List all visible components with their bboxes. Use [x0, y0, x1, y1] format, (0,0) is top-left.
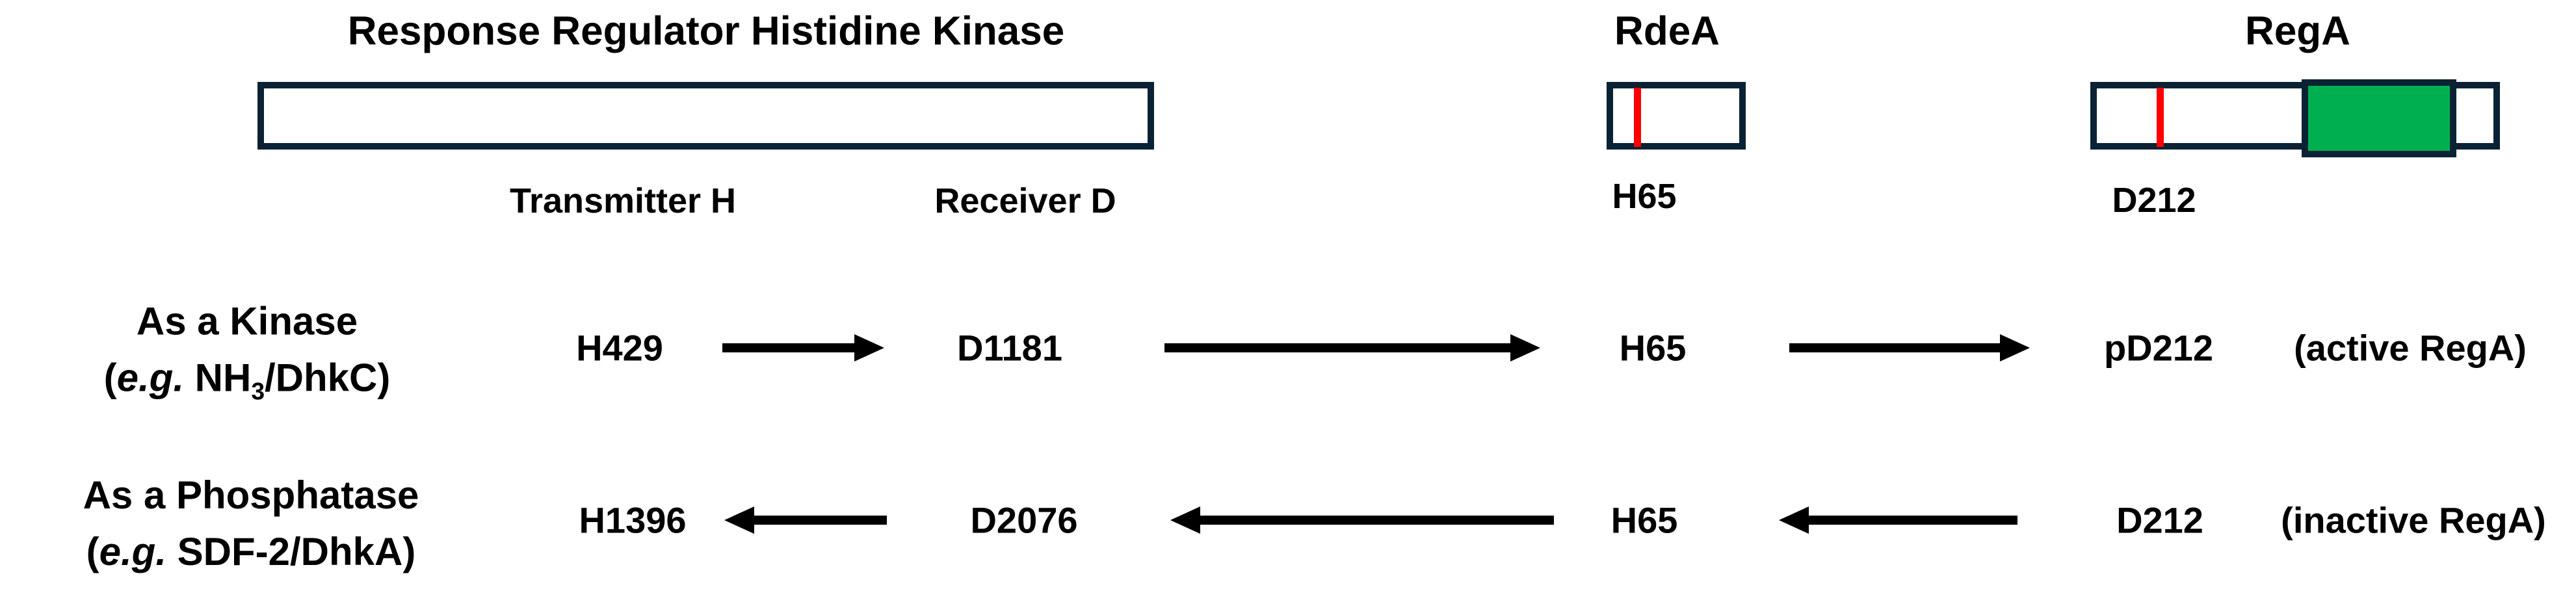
kinase-protein-title: Response Regulator Histidine Kinase: [347, 8, 1065, 54]
kinase-step-h65: H65: [1619, 327, 1687, 369]
rdea-phospho-site-line: [1634, 88, 1641, 147]
kinase-row-name-line2: (e.g. NH3/DhkC): [103, 356, 391, 405]
rdea-protein-title: RdeA: [1614, 8, 1720, 54]
arrow-h65-to-pd212-icon: [1789, 343, 2000, 352]
kinase-row-name: As a Kinase (e.g. NH3/DhkC): [104, 293, 391, 410]
eg-abbrev-italic: e.g.: [116, 356, 184, 400]
phosphatase-step-d212: D212: [2116, 499, 2203, 541]
arrow-d1181-to-h65-icon: [1164, 343, 1510, 352]
kinase-step-pd212: pD212: [2103, 327, 2214, 369]
phosphatase-row-name: As a Phosphatase (e.g. SDF-2/DhkA): [83, 467, 419, 580]
rega-catalytic-domain-box: [2302, 79, 2456, 157]
kinase-step-h429: H429: [576, 327, 663, 369]
phosphatase-step-h1396: H1396: [579, 499, 687, 541]
arrow-d212-to-h65-icon: [1809, 516, 2017, 525]
kinase-domain-box: [257, 82, 1154, 150]
phosphatase-row-name-line2: (e.g. SDF-2/DhkA): [86, 530, 416, 573]
kinase-step-d1181: D1181: [957, 327, 1062, 369]
rega-protein-title: RegA: [2245, 8, 2350, 54]
rdea-domain-box: [1607, 82, 1746, 150]
phosphatase-step-d2076: D2076: [970, 499, 1078, 541]
nh3-subscript: 3: [251, 377, 265, 405]
eg-abbrev-italic: e.g.: [99, 530, 166, 573]
phosphatase-row-name-line1: As a Phosphatase: [83, 473, 419, 517]
rdea-site-label: H65: [1612, 177, 1677, 216]
arrow-h429-to-d1181-icon: [722, 343, 854, 352]
inactive-rega-note: (inactive RegA): [2281, 499, 2546, 541]
rega-phospho-site-line: [2157, 88, 2164, 147]
arrow-h65-to-d2076-icon: [1200, 516, 1554, 525]
phosphatase-step-h65: H65: [1610, 499, 1678, 541]
receiver-domain-label: Receiver D: [934, 181, 1116, 220]
rega-site-label: D212: [2112, 181, 2196, 220]
active-rega-note: (active RegA): [2294, 327, 2527, 369]
kinase-row-name-line1: As a Kinase: [136, 299, 358, 343]
transmitter-domain-label: Transmitter H: [509, 181, 737, 220]
arrow-d2076-to-h1396-icon: [754, 516, 887, 525]
